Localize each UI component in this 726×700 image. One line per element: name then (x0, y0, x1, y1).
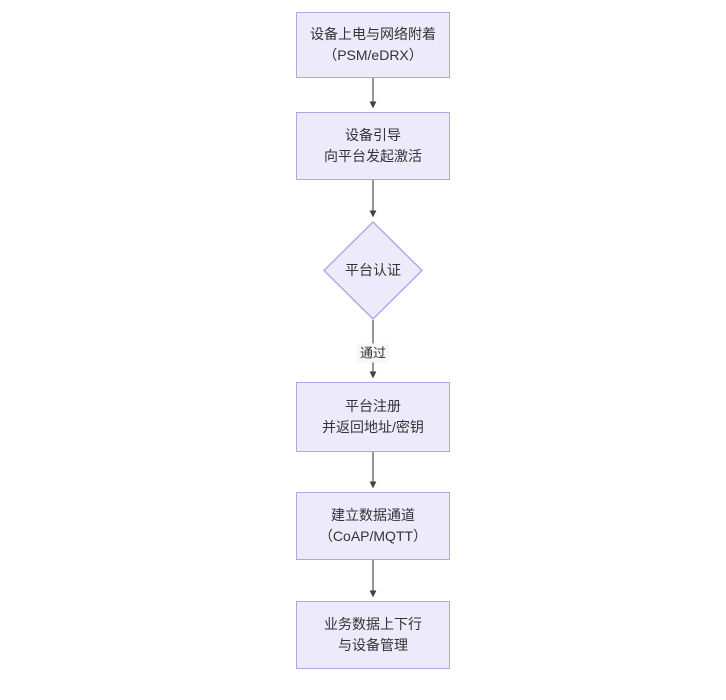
edge-label-pass: 通过 (356, 343, 390, 363)
node-label-line: 平台认证 (345, 262, 401, 278)
node-label-line: 设备上电与网络附着 (310, 26, 436, 42)
node-device-power-on[interactable]: 设备上电与网络附着 （PSM/eDRX） (296, 12, 450, 78)
node-label-line: （CoAP/MQTT） (318, 528, 428, 544)
diamond-shape (323, 221, 423, 320)
node-business-data-management[interactable]: 业务数据上下行 与设备管理 (296, 601, 450, 669)
node-label-line: 业务数据上下行 (324, 616, 422, 632)
node-label-line: 设备引导 (345, 127, 401, 143)
node-device-bootstrap[interactable]: 设备引导 向平台发起激活 (296, 112, 450, 180)
node-platform-authentication[interactable]: 平台认证 (323, 221, 423, 320)
node-label-line: 并返回地址/密钥 (322, 419, 424, 435)
node-label-line: 平台注册 (345, 398, 401, 414)
node-data-channel[interactable]: 建立数据通道 （CoAP/MQTT） (296, 492, 450, 560)
node-label-line: 向平台发起激活 (324, 148, 422, 164)
node-label-line: 建立数据通道 (331, 507, 415, 523)
node-platform-registration[interactable]: 平台注册 并返回地址/密钥 (296, 382, 450, 452)
node-label-line: （PSM/eDRX） (323, 47, 423, 63)
node-label-line: 与设备管理 (338, 637, 408, 653)
